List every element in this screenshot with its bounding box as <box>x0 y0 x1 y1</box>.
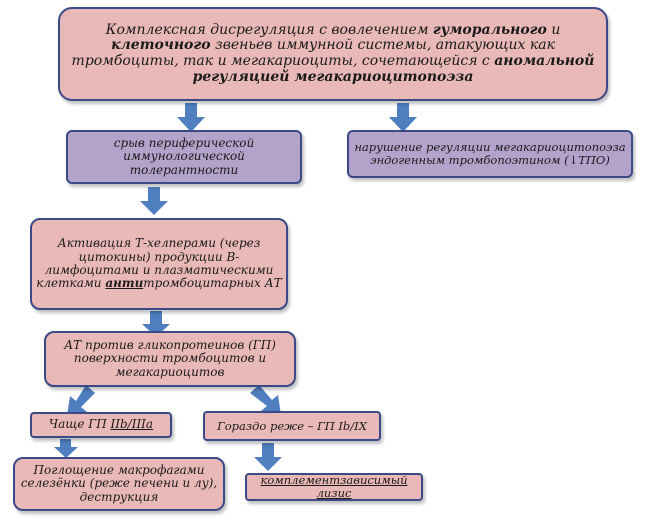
activation-box: Активация Т-хелперами (через цитокины) п… <box>30 218 288 310</box>
often-text: Чаще ГП IIb/IIIa <box>49 418 153 431</box>
activation-text-2: тромбоцитарных АТ <box>143 276 282 291</box>
arrow-down-icon <box>142 311 170 337</box>
top-bold-3: аномальной регуляцией мегакариоцитопоэза <box>192 53 595 85</box>
often-underlined: IIb/IIIa <box>110 417 154 432</box>
top-text-1: Комплексная дисрегуляция с вовлечением <box>105 21 433 38</box>
antibodies-box: АТ против гликопротеинов (ГП) поверхност… <box>44 331 296 387</box>
top-text-2: и <box>546 21 561 38</box>
phagocytosis-box: Поглощение макрофагами селезёнки (реже п… <box>13 457 225 511</box>
antibodies-text: АТ против гликопротеинов (ГП) поверхност… <box>64 337 276 379</box>
activation-underlined: анти <box>105 276 144 291</box>
regulation-box: нарушение регуляции мегакариоцитопоэза э… <box>347 130 633 178</box>
rarely-text: Гораздо реже – ГП Ib/IX <box>217 418 367 433</box>
top-bold-1: гуморального <box>432 21 547 38</box>
top-box-text: Комплексная дисрегуляция с вовлечением г… <box>64 21 602 86</box>
phagocytosis-text: Поглощение макрофагами селезёнки (реже п… <box>20 462 218 504</box>
top-box: Комплексная дисрегуляция с вовлечением г… <box>58 7 608 101</box>
lysis-text: комплементзависимый лизис <box>260 473 408 500</box>
regulation-text: нарушение регуляции мегакариоцитопоэза э… <box>354 140 626 167</box>
tolerance-box: срыв периферической иммунологической тол… <box>66 130 302 184</box>
rarely-box: Гораздо реже – ГП Ib/IX <box>203 411 381 441</box>
often-box: Чаще ГП IIb/IIIa <box>30 412 172 438</box>
top-text-3: звеньев иммунной системы, атакующих как … <box>71 37 555 69</box>
lysis-box: комплементзависимый лизис <box>245 473 423 501</box>
arrow-down-icon <box>177 103 205 132</box>
arrow-diagonal-left-icon <box>67 385 95 416</box>
arrow-down-icon <box>54 439 78 458</box>
arrow-down-icon <box>140 187 168 215</box>
activation-text: Активация Т-хелперами (через цитокины) п… <box>36 236 282 291</box>
activation-text-1: Активация Т-хелперами (через цитокины) п… <box>36 236 274 291</box>
often-text-1: Чаще ГП <box>48 417 111 432</box>
arrow-down-icon <box>389 103 417 132</box>
tolerance-text: срыв периферической иммунологической тол… <box>113 135 255 177</box>
arrow-diagonal-right-icon <box>250 385 281 415</box>
top-bold-2: клеточного <box>111 37 211 54</box>
arrow-down-icon <box>254 443 282 471</box>
